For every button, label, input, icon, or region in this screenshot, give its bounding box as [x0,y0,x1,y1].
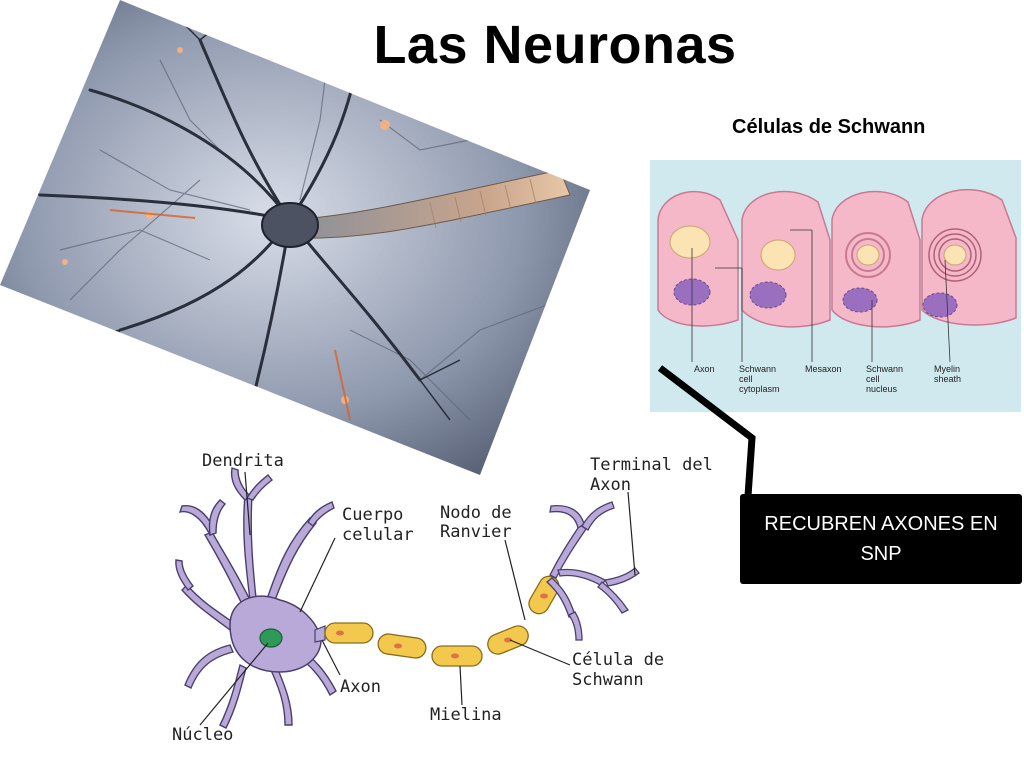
neuron-labels: Dendrita Cuerpo celular Nodo de Ranvier … [172,451,713,745]
label-terminal-2: Axon [590,475,631,495]
label-axon: Axon [694,364,715,374]
label-myelin-1: Myelin [934,364,960,374]
label-celula-2: Schwann [572,670,644,690]
label-terminal-1: Terminal del [590,455,713,475]
label-myelin-2: sheath [934,374,961,384]
nucleus [259,628,283,648]
dendrites [175,467,337,729]
label-cuerpo-1: Cuerpo [342,505,403,525]
label-nodo-2: Ranvier [440,522,512,542]
label-mielina: Mielina [430,705,502,725]
label-nucleus-2: cell [866,374,880,384]
label-cytoplasm-2: cell [739,374,753,384]
label-nucleus-3: nucleus [866,384,898,394]
neuron-diagram: Dendrita Cuerpo celular Nodo de Ranvier … [172,451,713,745]
schwann-cell-diagram: Axon Schwann cell cytoplasm Mesaxon Schw… [650,160,1021,412]
schwann-cell-stage-1 [657,190,739,327]
page-title: Las Neuronas [373,15,737,75]
label-cytoplasm-1: Schwann [739,364,776,374]
schwann-heading: Células de Schwann [732,116,926,138]
label-axon: Axon [340,677,381,697]
schwann-cell-stage-4 [921,188,1017,326]
label-nodo-1: Nodo de [440,503,512,523]
label-cuerpo-2: celular [342,525,414,545]
schwann-nuclei [336,593,548,659]
label-dendrita: Dendrita [202,451,284,471]
label-cytoplasm-3: cytoplasm [739,384,780,394]
axon-terminal [545,501,640,641]
label-mesaxon: Mesaxon [805,364,842,374]
schwann-cell-stage-2 [741,190,831,328]
label-nucleus-1: Schwann [866,364,903,374]
myelin-segments [324,575,560,667]
label-nucleo: Núcleo [172,725,233,745]
schwann-cell-stage-3 [831,190,921,328]
label-celula-1: Célula de [572,650,664,670]
neuron-photo [0,0,590,475]
callout-box: RECUBREN AXONES EN SNP [740,494,1022,584]
